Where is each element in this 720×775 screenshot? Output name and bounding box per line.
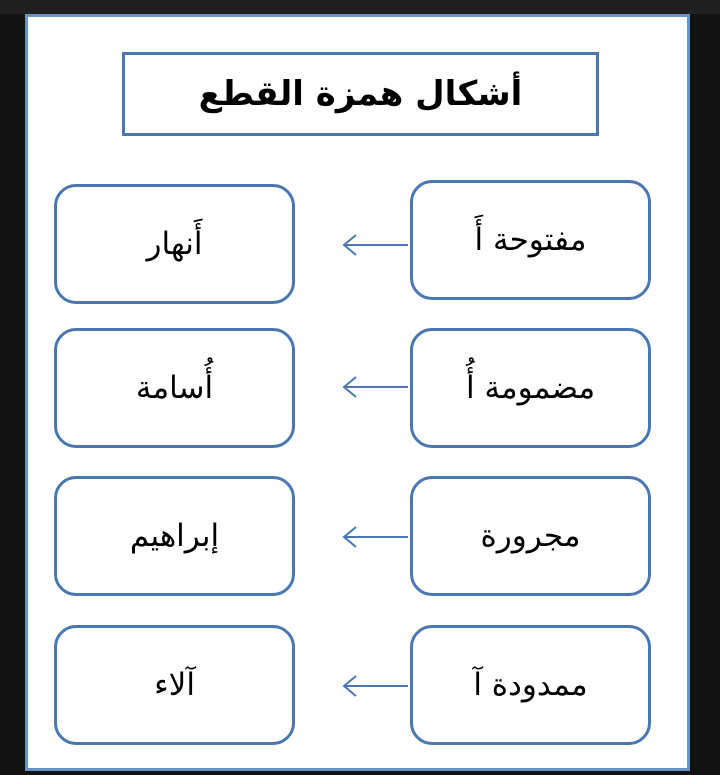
form-box-damma: مضمومة أُ <box>410 328 651 448</box>
arrow-left-icon <box>342 376 408 398</box>
form-label: مفتوحة أَ <box>474 222 587 258</box>
arrow-left-icon <box>342 675 408 697</box>
arrow-left-icon <box>342 526 408 548</box>
form-label: مجرورة <box>480 518 581 554</box>
form-box-kasra: مجرورة <box>410 476 651 596</box>
example-label: أُسامة <box>135 370 214 406</box>
diagram-title: أشكال همزة القطع <box>198 74 523 114</box>
example-label: أَنهار <box>146 226 203 262</box>
form-box-madd: ممدودة آ <box>410 625 651 745</box>
top-bar <box>0 0 720 14</box>
example-label: إبراهيم <box>129 518 220 554</box>
title-box: أشكال همزة القطع <box>122 52 599 136</box>
example-box-usama: أُسامة <box>54 328 295 448</box>
example-box-alaa: آلاء <box>54 625 295 745</box>
example-label: آلاء <box>154 667 195 703</box>
form-label: ممدودة آ <box>473 667 588 703</box>
example-box-ibrahim: إبراهيم <box>54 476 295 596</box>
example-box-anhar: أَنهار <box>54 184 295 304</box>
arrow-left-icon <box>342 234 408 256</box>
form-label: مضمومة أُ <box>465 370 596 406</box>
form-box-fatha: مفتوحة أَ <box>410 180 651 300</box>
